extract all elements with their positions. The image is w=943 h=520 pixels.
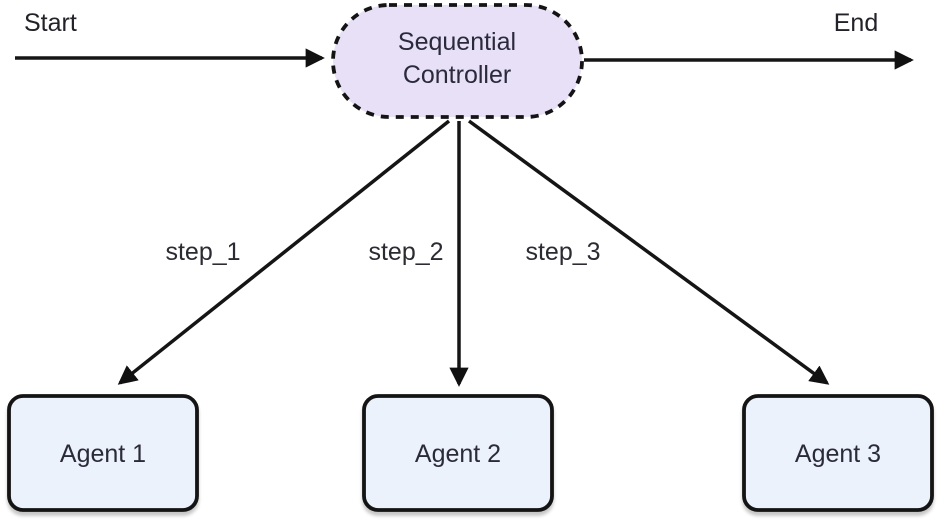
edge-step1-arrow — [117, 119, 451, 385]
edge-step3-label: step_3 — [525, 238, 600, 266]
agent1-label: Agent 1 — [60, 440, 146, 468]
agent2-label: Agent 2 — [415, 440, 501, 468]
edge-step3-arrow — [467, 119, 830, 385]
edge-step1-label-bg — [155, 231, 253, 269]
edge-step2-label: step_2 — [368, 238, 443, 266]
agent3-label: Agent 3 — [795, 440, 881, 468]
controller-node — [331, 3, 584, 119]
edge-step1-label: step_1 — [165, 238, 240, 266]
start-label: Start — [24, 9, 77, 37]
edge-step3-label-bg — [514, 231, 612, 269]
agent2-node — [362, 394, 554, 512]
controller-label-line2: Controller — [403, 61, 511, 89]
end-label: End — [834, 9, 878, 37]
edge-step2-label-bg — [357, 231, 455, 269]
agent1-node — [7, 394, 199, 512]
controller-label-line1: Sequential — [398, 28, 516, 56]
agent3-node — [742, 394, 934, 512]
